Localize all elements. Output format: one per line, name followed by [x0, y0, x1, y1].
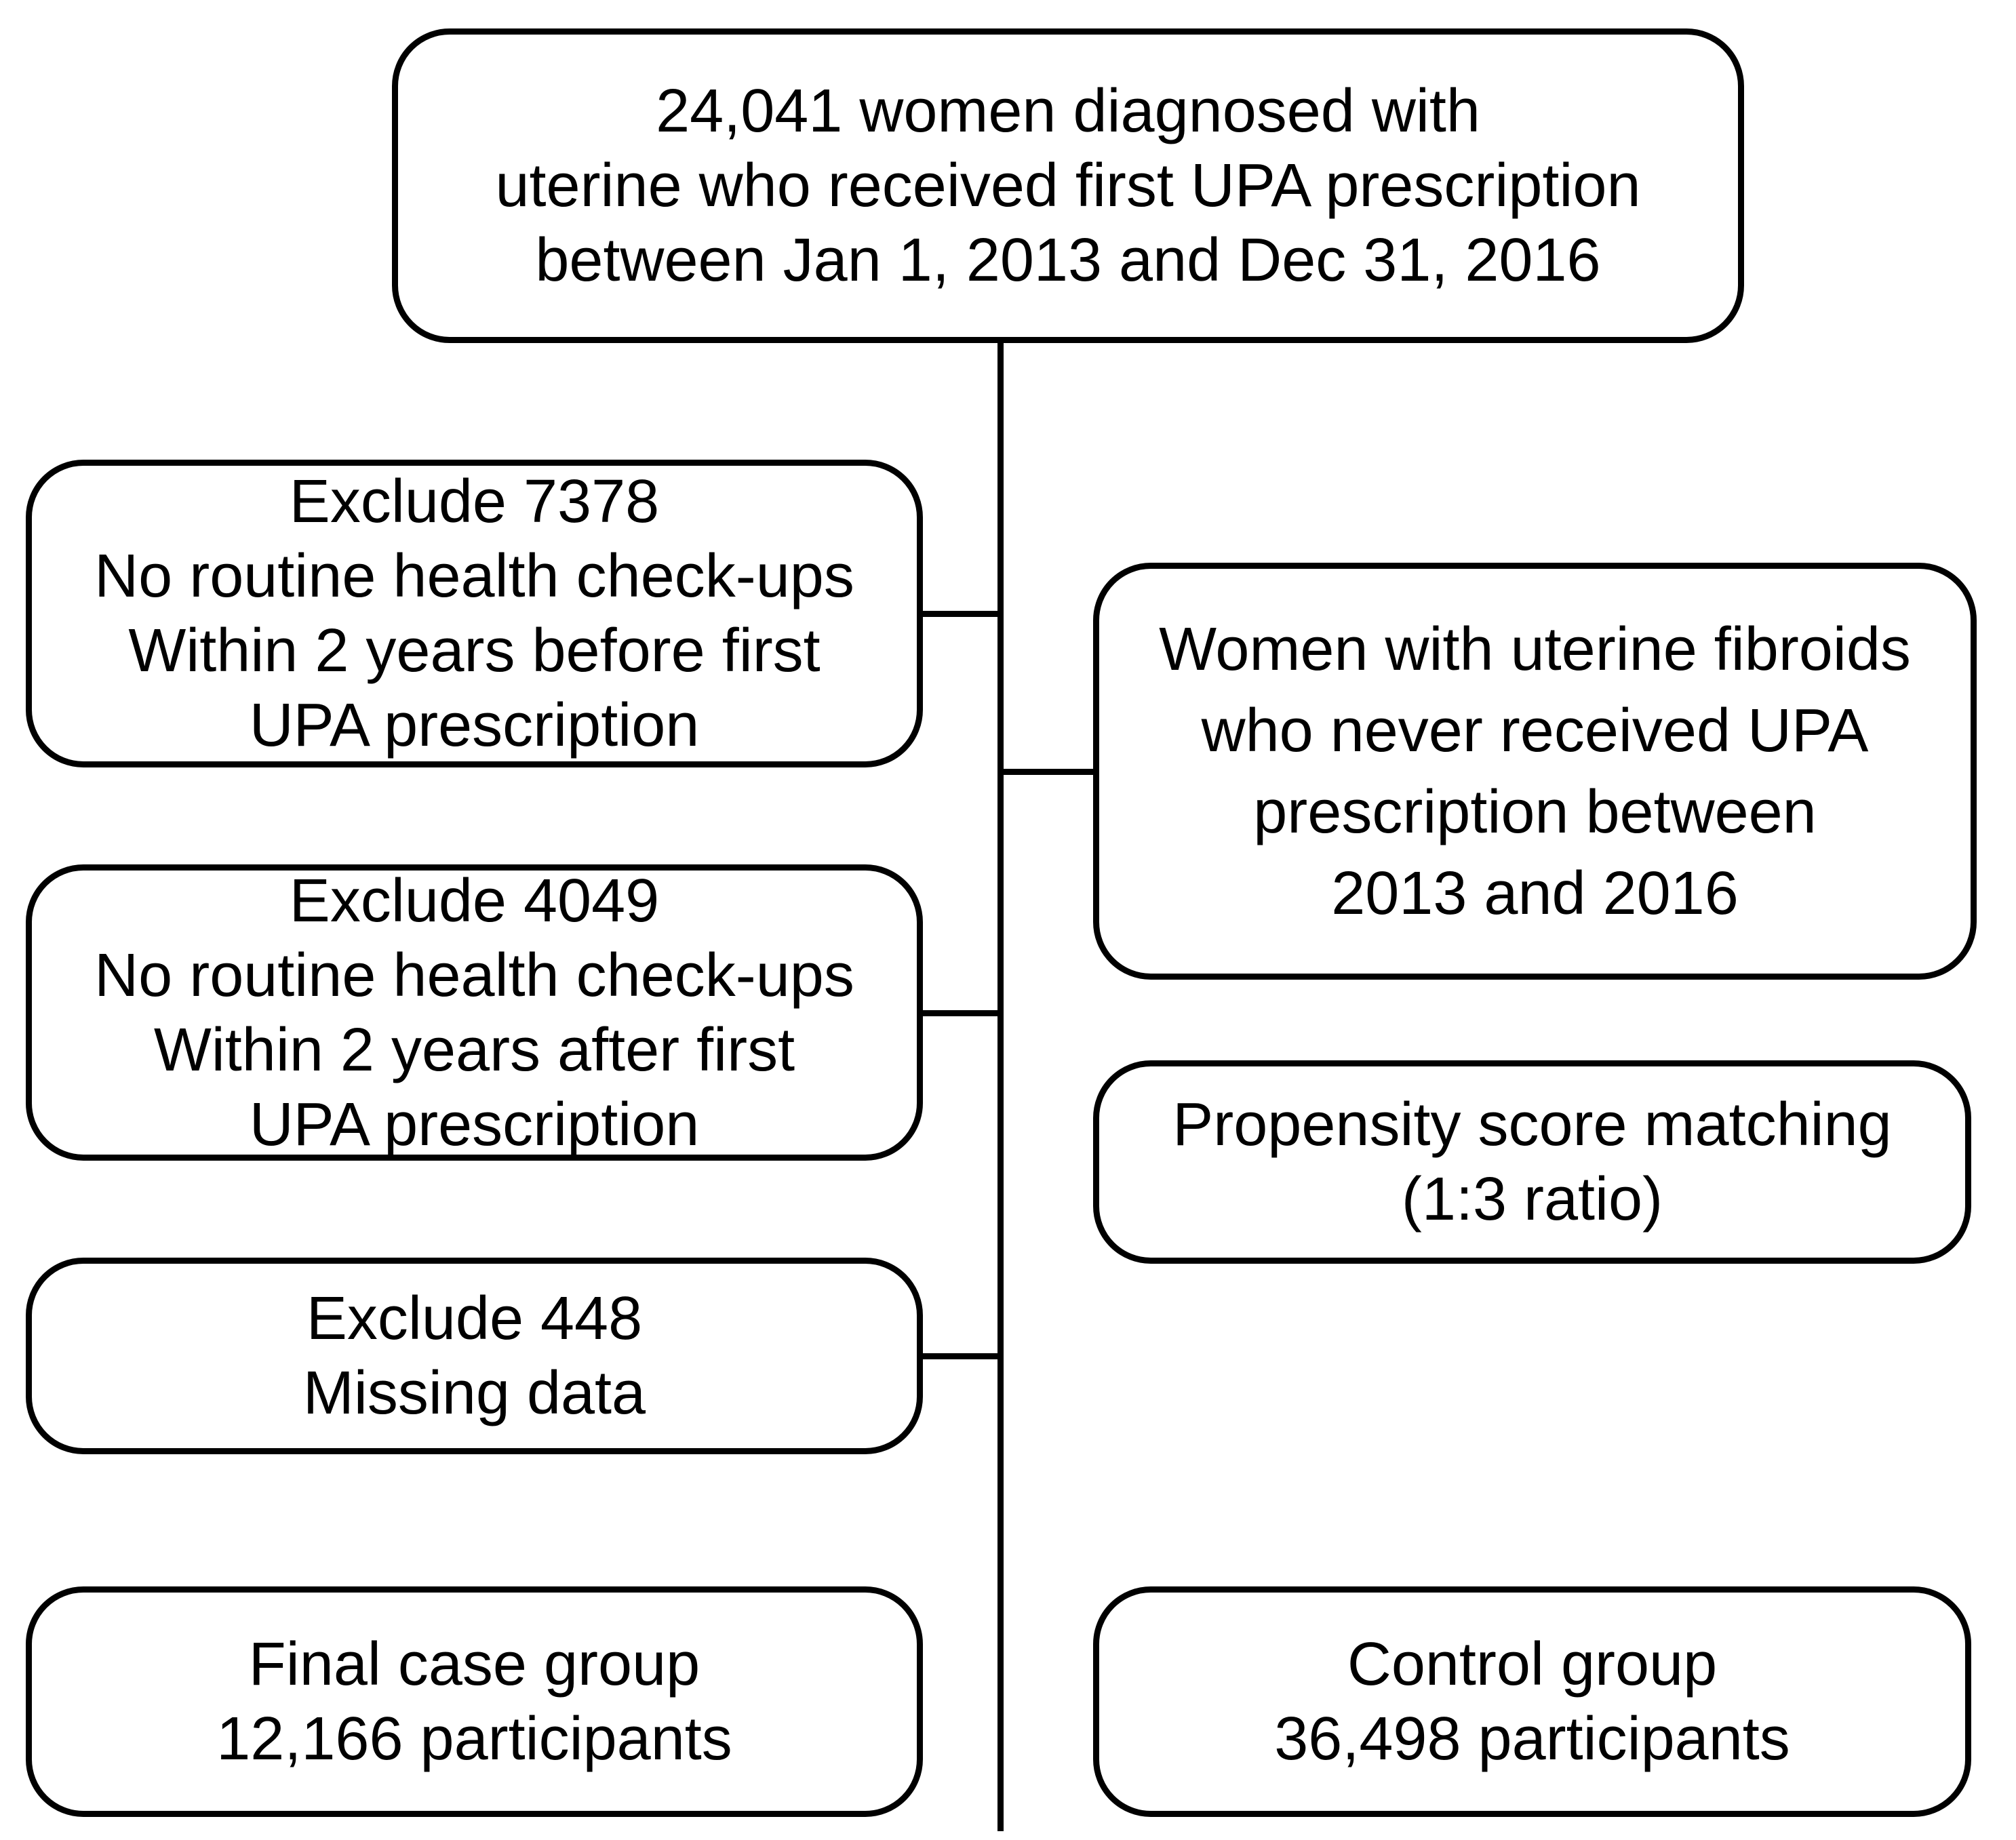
main-vertical-connector-line: [997, 343, 1004, 1831]
connector-exclude-missing: [922, 1353, 1004, 1359]
box-text-line: Missing data: [302, 1359, 646, 1427]
connector-never-upa: [1001, 769, 1096, 775]
box-text-line: who never received UPA: [1201, 696, 1869, 765]
box-text-line: Exclude 7378: [289, 468, 660, 536]
box-control-group: Control group 36,498 participants: [1093, 1586, 1971, 1817]
box-text-line: Within 2 years before first: [128, 617, 821, 685]
box-text-line: (1:3 ratio): [1401, 1165, 1663, 1233]
box-initial-cohort: 24,041 women diagnosed with uterine who …: [392, 28, 1744, 343]
box-text-line: Within 2 years after first: [153, 1016, 795, 1084]
box-exclude-no-checkup-after: Exclude 4049 No routine health check-ups…: [26, 864, 923, 1161]
box-text-line: uterine who received first UPA prescript…: [495, 152, 1641, 220]
box-text-line: 12,166 participants: [216, 1705, 732, 1773]
connector-exclude-before: [922, 611, 1004, 617]
box-text-line: prescription between: [1253, 778, 1817, 846]
box-text-line: UPA prescription: [249, 1090, 700, 1159]
box-propensity-score-matching: Propensity score matching (1:3 ratio): [1093, 1060, 1971, 1264]
box-text-line: between Jan 1, 2013 and Dec 31, 2016: [535, 226, 1601, 294]
box-exclude-no-checkup-before: Exclude 7378 No routine health check-ups…: [26, 460, 923, 767]
box-text-line: No routine health check-ups: [94, 941, 854, 1009]
box-final-case-group: Final case group 12,166 participants: [26, 1586, 923, 1817]
box-women-never-received-upa: Women with uterine fibroids who never re…: [1093, 563, 1977, 980]
connector-exclude-after: [922, 1010, 1004, 1016]
box-text-line: Propensity score matching: [1172, 1091, 1892, 1159]
box-text-line: 2013 and 2016: [1331, 859, 1739, 927]
box-text-line: UPA prescription: [249, 692, 700, 759]
box-text-line: Control group: [1347, 1631, 1718, 1698]
box-text-line: 24,041 women diagnosed with: [656, 77, 1480, 145]
box-text-line: Exclude 448: [306, 1285, 643, 1353]
box-text-line: Women with uterine fibroids: [1159, 615, 1911, 683]
box-text-line: 36,498 participants: [1274, 1705, 1790, 1773]
box-text-line: Final case group: [248, 1631, 700, 1698]
box-text-line: Exclude 4049: [289, 866, 660, 935]
box-text-line: No routine health check-ups: [94, 542, 854, 610]
box-exclude-missing-data: Exclude 448 Missing data: [26, 1258, 923, 1454]
